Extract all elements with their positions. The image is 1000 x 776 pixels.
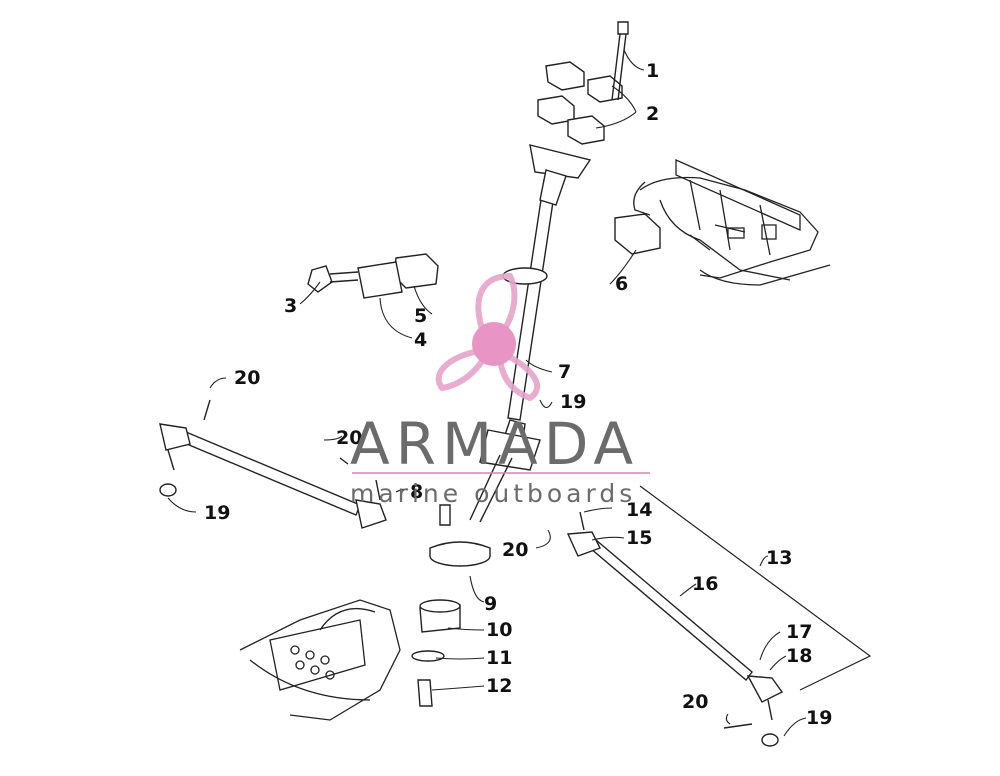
callout-5: 5 [414, 305, 427, 327]
upper-bolt [611, 21, 629, 101]
left-tie-rod [159, 399, 387, 529]
callout-15: 15 [626, 527, 652, 549]
callout-13: 13 [766, 547, 792, 569]
callout-20-left-mid: 20 [336, 427, 362, 449]
right-tie-rod [566, 511, 784, 747]
callout-9: 9 [484, 593, 497, 615]
callout-18: 18 [786, 645, 812, 667]
callout-7: 7 [558, 361, 571, 383]
frame-bushing [614, 213, 661, 255]
callout-10: 10 [486, 619, 512, 641]
callout-8: 8 [410, 481, 423, 503]
callout-4: 4 [414, 329, 427, 351]
callout-2: 2 [646, 103, 659, 125]
callout-labels: 1 2 3 4 5 6 7 19 20 20 8 19 14 15 20 13 … [204, 60, 832, 729]
frame-upper-right [633, 159, 831, 286]
callout-19-left: 19 [204, 502, 230, 524]
callout-3: 3 [284, 295, 297, 317]
callout-6: 6 [615, 273, 628, 295]
leader-lines [167, 49, 807, 737]
callout-20-right-upper: 20 [502, 539, 528, 561]
propeller-hub-icon [472, 322, 516, 366]
callout-20-left-top: 20 [234, 367, 260, 389]
callout-11: 11 [486, 647, 512, 669]
watermark-tagline: marine outboards [350, 479, 636, 508]
callout-14: 14 [626, 499, 652, 521]
watermark-brand: ARMADA [350, 410, 639, 478]
lower-bearing-stack [411, 504, 491, 707]
upper-clamps [537, 61, 623, 145]
callout-19-column: 19 [560, 391, 586, 413]
callout-17: 17 [786, 621, 812, 643]
left-bushing-parts [307, 253, 439, 299]
callout-19-right: 19 [806, 707, 832, 729]
callout-12: 12 [486, 675, 512, 697]
frame-lower-left [239, 599, 401, 721]
callout-16: 16 [692, 573, 718, 595]
armada-logo [435, 273, 541, 401]
callout-20-right-lower: 20 [682, 691, 708, 713]
callout-1: 1 [646, 60, 659, 82]
assembly-bracket [639, 485, 872, 691]
